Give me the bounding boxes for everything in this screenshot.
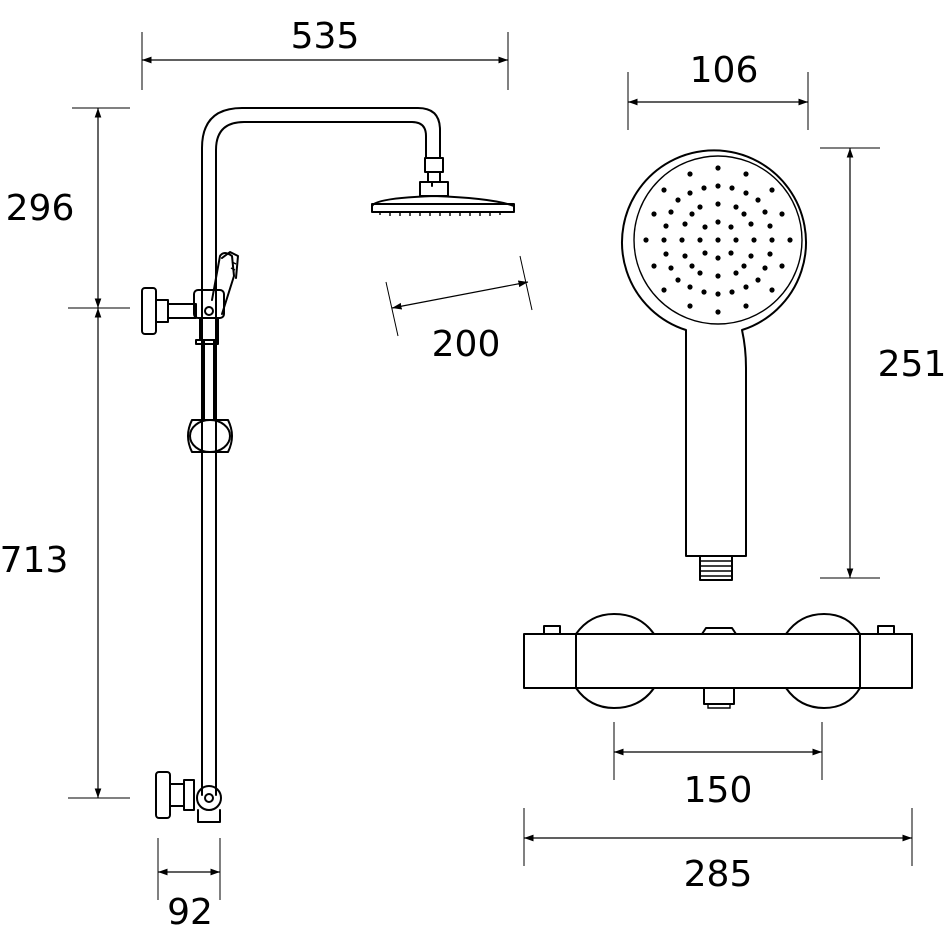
dimension-bracket-depth: 92 [157, 838, 221, 933]
dimension-riser-height: 713 [0, 308, 130, 799]
dimension-label-106: 106 [690, 50, 759, 91]
dimension-head-diameter: 200 [385, 255, 533, 365]
shower-riser: 535 296 713 92 200 [0, 16, 533, 933]
dimension-handset-width: 106 [627, 50, 809, 130]
slider-knob [187, 419, 233, 453]
overhead-shower-head [371, 181, 515, 216]
dimension-label-92: 92 [167, 892, 213, 933]
spray-nozzles [643, 165, 793, 315]
dimension-label-251: 251 [878, 344, 947, 385]
dimension-riser-width: 535 [141, 16, 509, 90]
lower-wall-connector [155, 771, 222, 823]
dimension-label-200: 200 [432, 324, 501, 365]
dimension-valve-length: 285 [523, 808, 913, 895]
dimension-handset-length: 251 [820, 147, 947, 579]
hand-shower-front: 106 251 [621, 50, 947, 581]
dimension-head-height: 296 [6, 107, 130, 309]
dimension-label-535: 535 [291, 16, 360, 57]
upper-wall-bracket [141, 287, 225, 335]
dimension-label-150: 150 [684, 770, 753, 811]
dimension-label-296: 296 [6, 188, 75, 229]
hand-shower-side [195, 251, 239, 421]
dimension-label-713: 713 [0, 540, 68, 581]
dimension-label-285: 285 [684, 854, 753, 895]
dimension-valve-centres: 150 [613, 722, 823, 811]
thermostatic-valve: 150 285 [523, 613, 913, 895]
